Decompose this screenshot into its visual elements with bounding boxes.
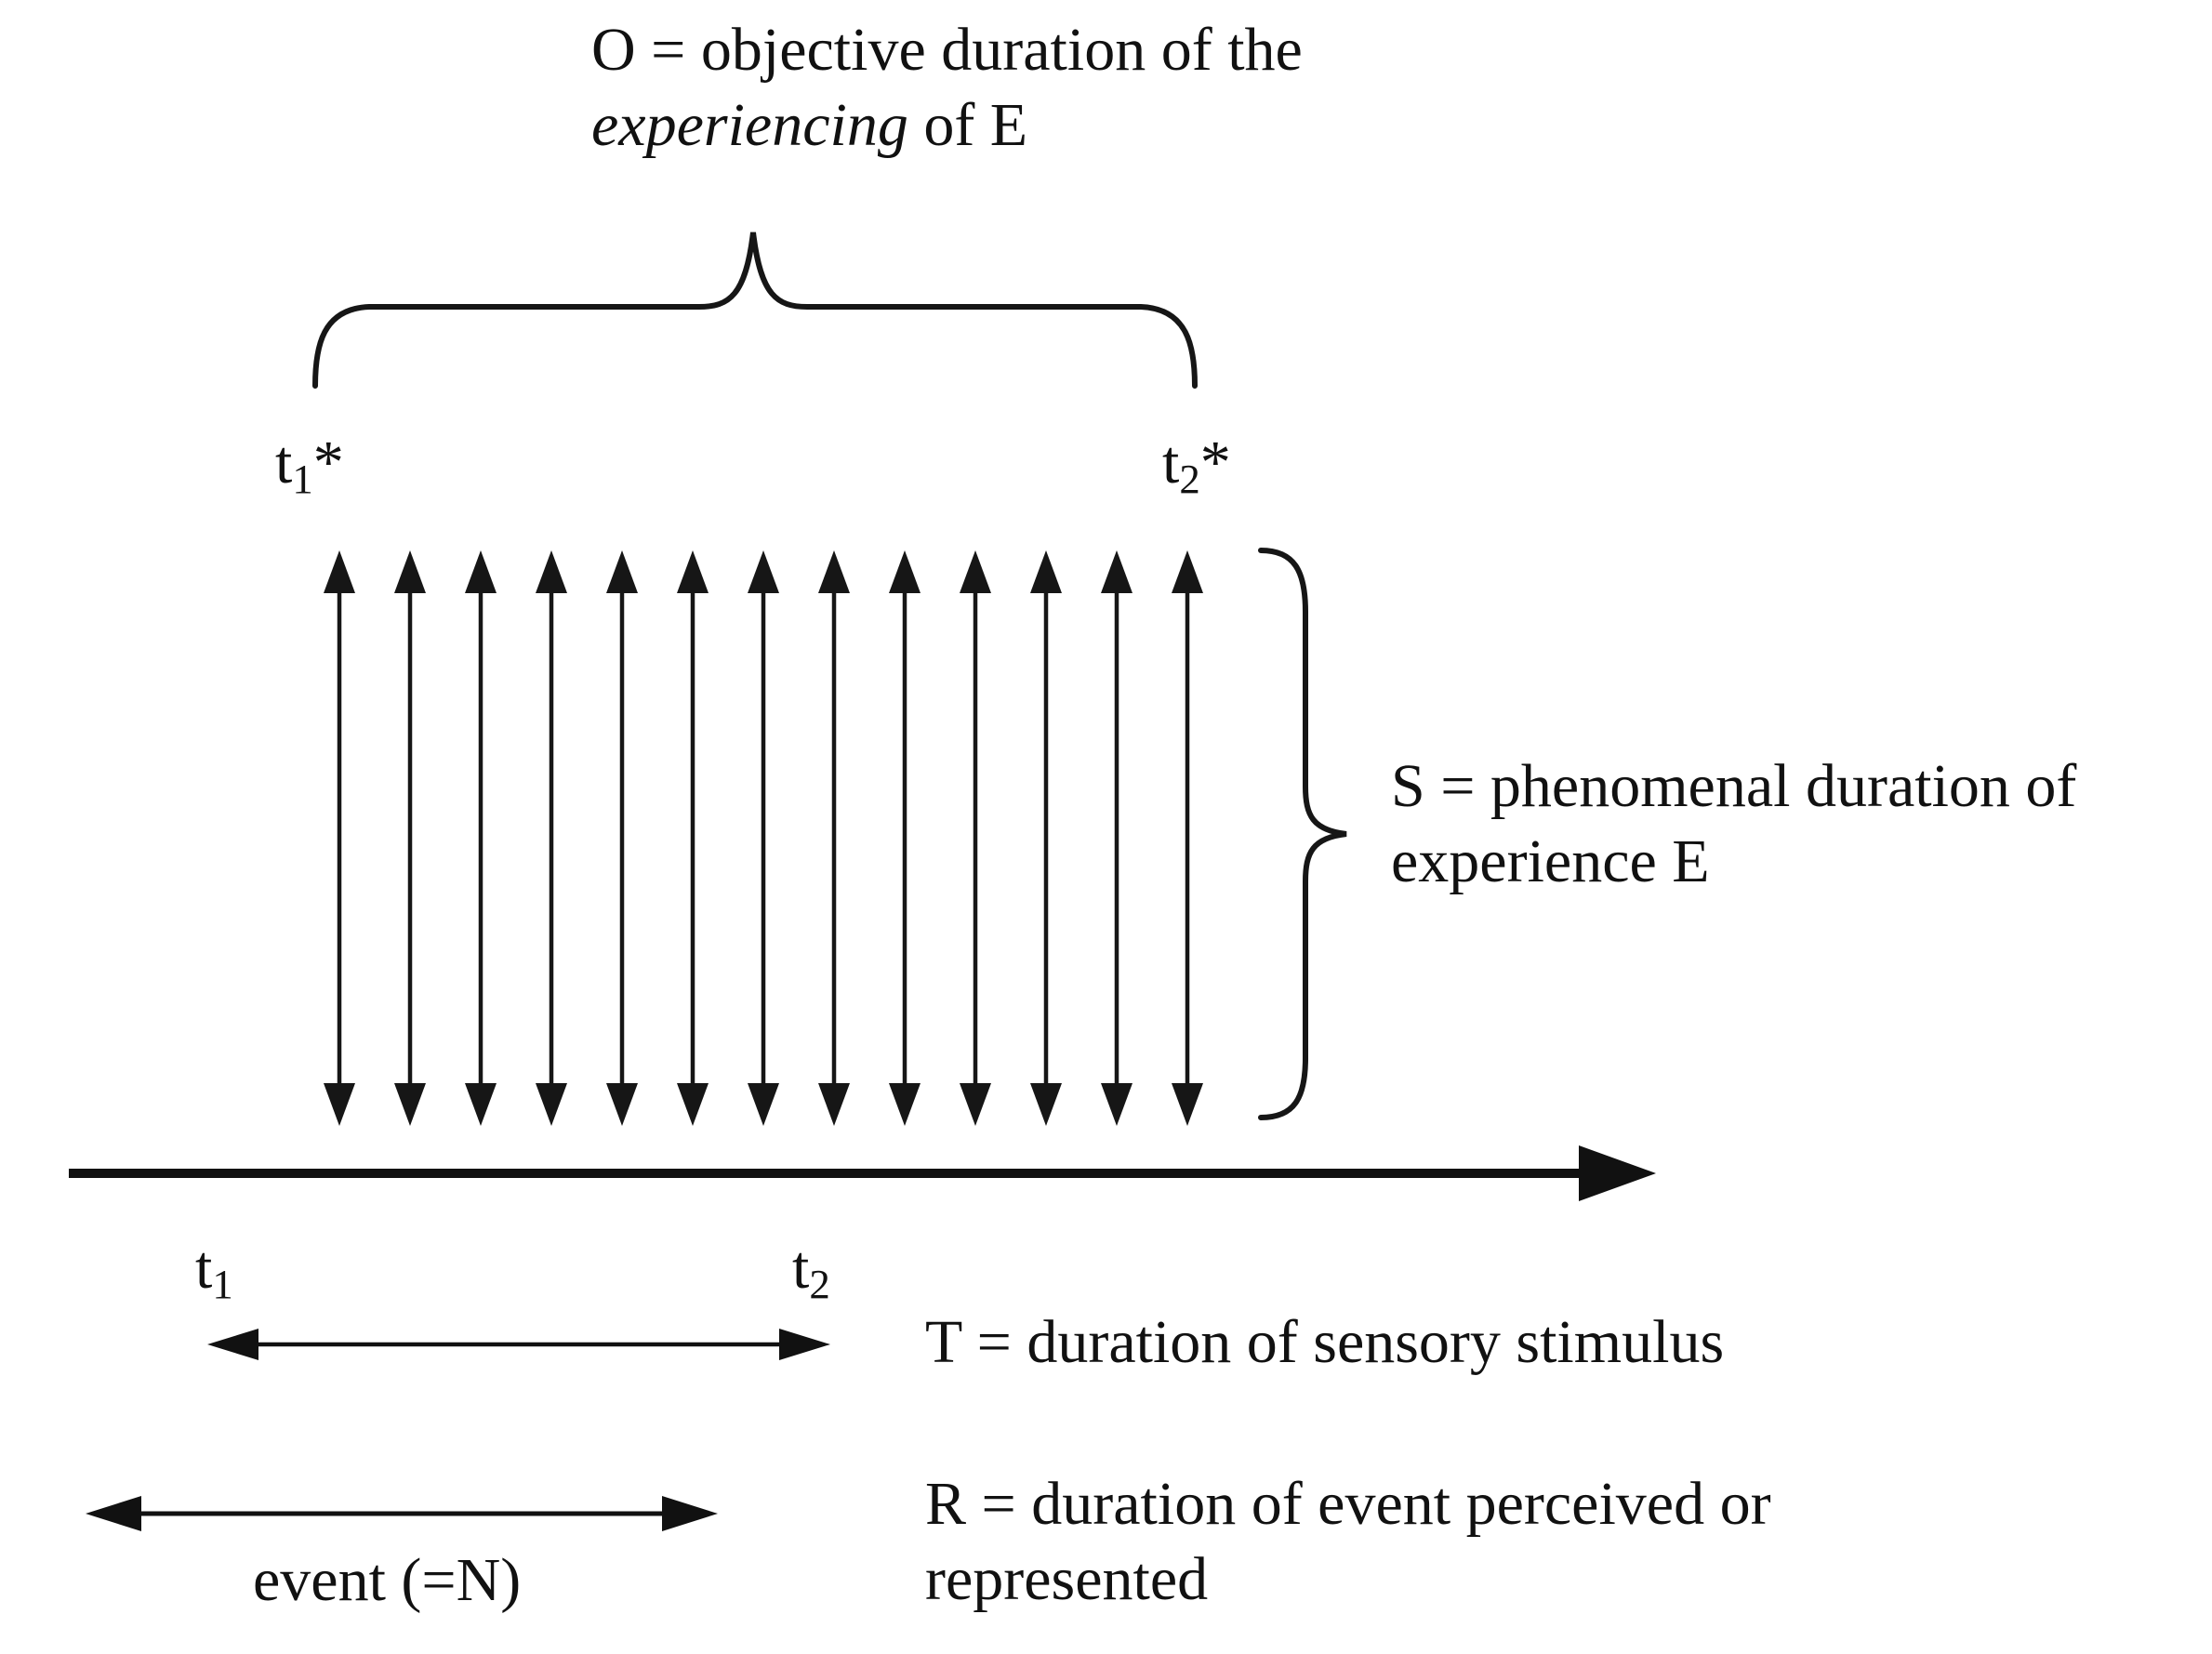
t1-star-asterisk: * xyxy=(312,429,344,496)
arrowhead-up-icon xyxy=(889,550,921,593)
arrowhead-down-icon xyxy=(1030,1083,1062,1126)
arrowhead-up-icon xyxy=(324,550,355,593)
s-duration-label: S = phenomenal duration of experience E xyxy=(1391,749,2076,899)
o-duration-label: O = objective duration of the experienci… xyxy=(591,13,1303,163)
arrowhead-up-icon xyxy=(606,550,638,593)
arrowhead-down-icon xyxy=(606,1083,638,1126)
arrowhead-down-icon xyxy=(818,1083,850,1126)
r-duration-label: R = duration of event perceived or repre… xyxy=(925,1467,1771,1617)
t2-star-sub: 2 xyxy=(1179,456,1200,503)
arrowhead-down-icon xyxy=(960,1083,991,1126)
arrowhead-up-icon xyxy=(1030,550,1062,593)
overbrace-O-icon xyxy=(312,232,1198,389)
event-label: event (=N) xyxy=(253,1546,522,1614)
arrowhead-down-icon xyxy=(677,1083,709,1126)
arrowhead-down-icon xyxy=(1101,1083,1132,1126)
timeline-arrow xyxy=(69,1145,1656,1201)
T-duration-arrow xyxy=(207,1329,830,1360)
o-duration-line1: O = objective duration of the xyxy=(591,16,1303,84)
t1-star-label: t1* xyxy=(275,426,344,501)
t-duration-label: T = duration of sensory stimulus xyxy=(925,1308,1725,1376)
o-duration-line2: experiencing of E xyxy=(591,88,1303,164)
arrowhead-up-icon xyxy=(394,550,426,593)
arrowhead-up-icon xyxy=(677,550,709,593)
phenomenal-duration-arrows xyxy=(324,550,1203,1126)
arrowhead-down-icon xyxy=(394,1083,426,1126)
o-duration-rest: of E xyxy=(907,90,1028,159)
arrowhead-up-icon xyxy=(818,550,850,593)
o-duration-italic-word: experiencing xyxy=(591,90,908,159)
arrowhead-up-icon xyxy=(1101,550,1132,593)
r-duration-line1: R = duration of event perceived or xyxy=(925,1470,1771,1538)
arrowhead-down-icon xyxy=(324,1083,355,1126)
t1-label: t1 xyxy=(195,1231,233,1306)
t2-star-label: t2* xyxy=(1162,426,1231,501)
R-duration-arrow xyxy=(86,1496,718,1531)
arrowhead-down-icon xyxy=(465,1083,497,1126)
t2-base: t xyxy=(792,1234,810,1302)
arrowhead-up-icon xyxy=(1172,550,1203,593)
arrowhead-down-icon xyxy=(536,1083,567,1126)
t1-star-base: t xyxy=(275,429,293,496)
arrowhead-up-icon xyxy=(465,550,497,593)
arrowhead-up-icon xyxy=(748,550,779,593)
t2-star-asterisk: * xyxy=(1199,429,1231,496)
s-duration-line2: experience E xyxy=(1391,827,1710,895)
t2-star-base: t xyxy=(1162,429,1180,496)
arrowhead-up-icon xyxy=(960,550,991,593)
arrowhead-down-icon xyxy=(1172,1083,1203,1126)
arrowhead-down-icon xyxy=(748,1083,779,1126)
t1-star-sub: 1 xyxy=(292,456,313,503)
t1-sub: 1 xyxy=(212,1261,233,1308)
arrowhead-down-icon xyxy=(889,1083,921,1126)
r-duration-line2: represented xyxy=(925,1544,1209,1613)
t1-base: t xyxy=(195,1234,213,1302)
brace-S-icon xyxy=(1258,548,1347,1120)
t2-label: t2 xyxy=(792,1231,830,1306)
arrowhead-up-icon xyxy=(536,550,567,593)
s-duration-line1: S = phenomenal duration of xyxy=(1391,752,2077,820)
t2-sub: 2 xyxy=(809,1261,830,1308)
